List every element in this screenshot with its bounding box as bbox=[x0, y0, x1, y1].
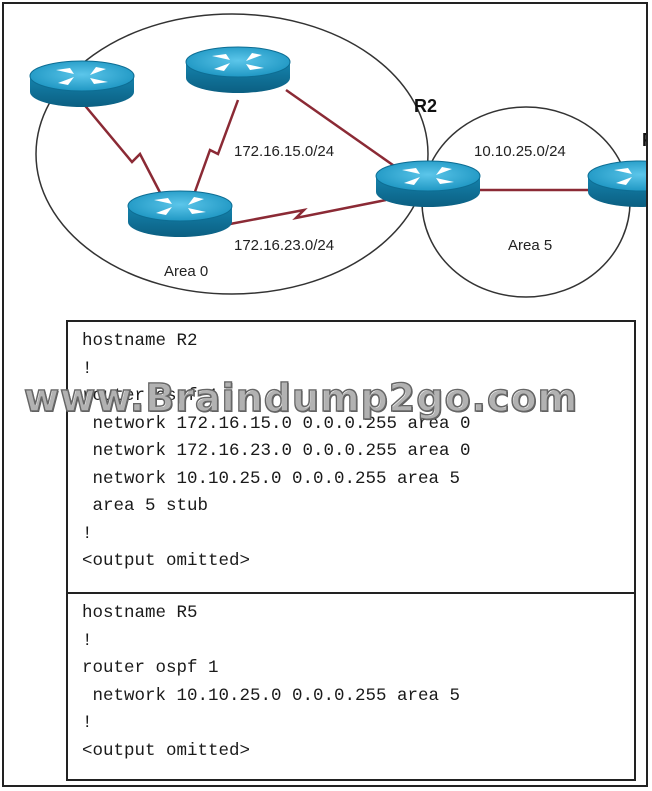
config-line: ! bbox=[82, 523, 93, 544]
router-r2-icon bbox=[375, 160, 481, 207]
config-line: ! bbox=[82, 358, 93, 379]
r5-config-box: hostname R5 ! router ospf 1 network 10.1… bbox=[66, 592, 636, 781]
config-line: <output omitted> bbox=[82, 740, 251, 761]
area-0-boundary bbox=[35, 13, 429, 295]
config-line: hostname R2 bbox=[82, 331, 198, 351]
r5-config-text: hostname R5 ! router ospf 1 network 10.1… bbox=[82, 600, 634, 765]
config-line: <output omitted> bbox=[82, 551, 251, 571]
r2-config-text: hostname R2 ! router ospf 1 network 172.… bbox=[82, 328, 634, 576]
config-line: router ospf 1 bbox=[82, 658, 219, 678]
config-line: network 172.16.15.0 0.0.0.255 area 0 bbox=[82, 413, 471, 434]
area-0-label: Area 0 bbox=[164, 263, 208, 280]
r2-config-box: hostname R2 ! router ospf 1 network 172.… bbox=[66, 320, 636, 594]
link-top-r2 bbox=[285, 88, 401, 172]
subnet-label-172-16-23: 172.16.23.0/24 bbox=[234, 237, 334, 254]
config-line: network 172.16.23.0 0.0.0.255 area 0 bbox=[82, 441, 471, 461]
link-left-bottom bbox=[81, 101, 168, 205]
r2-label: R2 bbox=[414, 96, 437, 116]
link-bottom-r2 bbox=[229, 198, 387, 226]
config-line: router ospf 1 bbox=[82, 386, 219, 406]
subnet-label-172-16-15: 172.16.15.0/24 bbox=[234, 143, 334, 160]
config-line: network 10.10.25.0 0.0.0.255 area 5 bbox=[82, 685, 461, 706]
router-r5-icon bbox=[587, 160, 646, 207]
config-line: network 10.10.25.0 0.0.0.255 area 5 bbox=[82, 468, 461, 489]
r5-label: F bbox=[642, 130, 648, 150]
router-bottom-icon bbox=[127, 190, 233, 237]
network-topology: R2 F 172.16.15.0/24 172.16.23.0/24 10.10… bbox=[29, 13, 648, 298]
router-top-icon bbox=[185, 46, 291, 93]
config-line: ! bbox=[82, 713, 93, 733]
config-line: ! bbox=[82, 630, 93, 651]
subnet-label-10-10-25: 10.10.25.0/24 bbox=[474, 143, 566, 160]
config-line: area 5 stub bbox=[82, 496, 209, 516]
links bbox=[81, 88, 596, 226]
area-5-label: Area 5 bbox=[508, 237, 552, 254]
config-line: hostname R5 bbox=[82, 603, 198, 623]
link-top-bottom bbox=[190, 99, 240, 201]
router-left-icon bbox=[29, 60, 135, 107]
